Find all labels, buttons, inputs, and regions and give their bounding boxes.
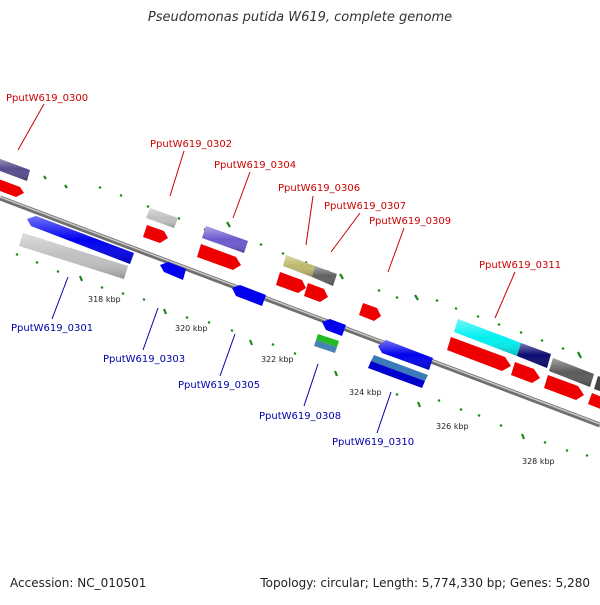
reverse-gene-labels: PputW619_0301 PputW619_0303 PputW619_030… — [11, 323, 414, 448]
gene-0309-arrow[interactable] — [359, 303, 381, 321]
scale-label: 322 kbp — [261, 355, 294, 364]
gene-0311-cds[interactable] — [454, 319, 521, 356]
gene-0302-cds[interactable] — [146, 208, 178, 228]
gene-label[interactable]: PputW619_0303 — [103, 354, 185, 365]
scale-label: 320 kbp — [175, 324, 208, 333]
gene-0305-arrow[interactable] — [232, 285, 266, 306]
gene-0301-arrow[interactable] — [27, 216, 134, 264]
gene-0312-cds[interactable] — [517, 343, 551, 368]
forward-leader-lines — [17, 103, 516, 319]
gene-label[interactable]: PputW619_0311 — [479, 260, 561, 271]
reverse-strand-genes — [19, 216, 433, 388]
gene-0304-arrow[interactable] — [197, 244, 241, 270]
map-title: Pseudomonas putida W619, complete genome — [147, 10, 453, 25]
gene-0310-arrow[interactable] — [378, 340, 433, 370]
genome-summary-text: Topology: circular; Length: 5,774,330 bp… — [260, 576, 590, 590]
gene-0300-cds[interactable] — [0, 157, 30, 181]
gene-0304-cds[interactable] — [202, 226, 248, 253]
scale-label: 324 kbp — [349, 388, 382, 397]
accession-text: Accession: NC_010501 — [10, 576, 147, 590]
gene-label[interactable]: PputW619_0309 — [369, 216, 451, 227]
gene-label[interactable]: PputW619_0307 — [324, 201, 406, 212]
gene-0308-cds[interactable] — [314, 334, 339, 353]
gene-label[interactable]: PputW619_0305 — [178, 380, 260, 391]
gene-0313-arrow[interactable] — [544, 375, 584, 400]
gene-0307-cds[interactable] — [312, 266, 337, 286]
gene-0312-arrow[interactable] — [511, 362, 540, 383]
genome-backbone — [0, 195, 600, 428]
gene-label[interactable]: PputW619_0306 — [278, 183, 360, 194]
gene-0300-arrow[interactable] — [0, 178, 24, 197]
scale-label: 326 kbp — [436, 422, 469, 431]
gene-0306-arrow[interactable] — [276, 272, 306, 293]
gene-label[interactable]: PputW619_0302 — [150, 139, 232, 150]
gene-label[interactable]: PputW619_0310 — [332, 437, 414, 448]
gene-0307-arrow[interactable] — [304, 283, 328, 302]
reverse-leader-lines — [51, 276, 392, 434]
gene-0310-cds[interactable] — [368, 355, 428, 388]
scale-label: 328 kbp — [522, 457, 555, 466]
gene-0313-cds[interactable] — [549, 358, 594, 387]
gene-0306-cds[interactable] — [283, 255, 315, 277]
gene-label[interactable]: PputW619_0300 — [6, 93, 88, 104]
scale-label: 318 kbp — [88, 295, 121, 304]
gene-label[interactable]: PputW619_0301 — [11, 323, 93, 334]
gene-0303-arrow[interactable] — [160, 262, 186, 280]
forward-strand-genes — [0, 157, 600, 412]
gene-label[interactable]: PputW619_0304 — [214, 160, 296, 171]
gene-0305b-arrow[interactable] — [322, 319, 346, 336]
gene-0311-arrow[interactable] — [447, 337, 511, 371]
gene-0314-arrow[interactable] — [588, 393, 600, 412]
gene-label[interactable]: PputW619_0308 — [259, 411, 341, 422]
forward-gene-labels: PputW619_0300 PputW619_0302 PputW619_030… — [6, 93, 561, 271]
inner-tick-track — [15, 253, 589, 457]
scale-labels: 318 kbp 320 kbp 322 kbp 324 kbp 326 kbp … — [88, 295, 555, 466]
gene-0302-arrow[interactable] — [143, 225, 168, 243]
gene-0314-cds[interactable] — [594, 376, 600, 397]
gene-0301-cds[interactable] — [19, 233, 128, 279]
